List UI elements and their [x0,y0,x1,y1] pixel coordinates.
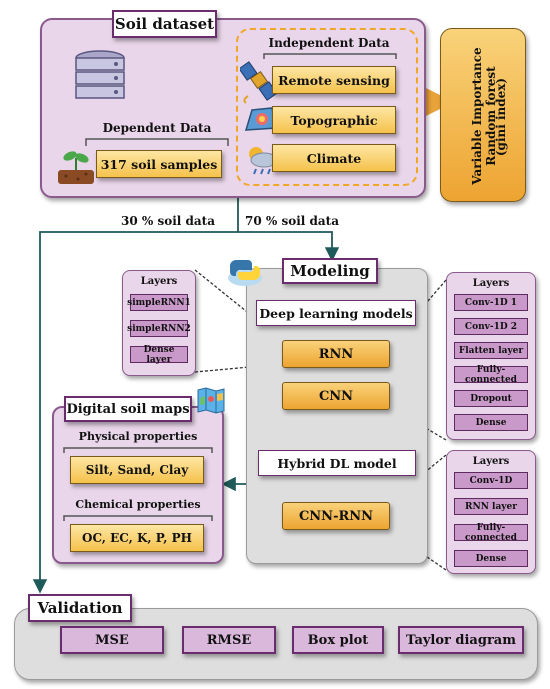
dash-rnn-top [194,269,283,341]
layer-fully-connected-cnn: Fully-connected [454,365,528,385]
arrow-to-modeling [238,231,340,262]
database-icon [75,50,125,99]
soil-samples-box: 317 soil samples [96,150,222,178]
independent-bracket [263,53,397,59]
soil-dataset-title: Soil dataset [112,10,217,38]
cnn-rnn-box: CNN-RNN [282,502,390,530]
climate-box: Climate [272,144,396,172]
hybrid-title: Hybrid DL model [258,450,416,476]
layer-rnn-hybrid: RNN layer [454,498,528,515]
layer-simplernn1: simpleRNN1 [127,294,191,311]
physical-properties-box: Silt, Sand, Clay [70,456,204,484]
layer-conv1d-1: Conv-1D 1 [454,294,528,311]
climate-icon [249,147,278,175]
topographic-box: Topographic [272,106,396,134]
digital-maps-title: Digital soil maps [64,396,192,422]
cnn-box: CNN [282,382,390,410]
layer-simplernn2: simpleRNN2 [127,320,191,337]
validation-rmse: RMSE [182,626,276,654]
validation-taylor-diagram: Taylor diagram [398,626,524,654]
map-icon [197,387,225,414]
independent-data-label: Independent Data [268,36,390,50]
arrow-to-validation [32,231,238,594]
layer-dense-hybrid: Dense [454,550,528,567]
variable-importance-line1: Variable Importance [470,47,484,185]
layers-rnn-title: Layers [140,275,178,287]
layers-hybrid-title: Layers [472,455,510,467]
chemical-properties-label: Chemical properties [75,497,201,511]
validation-title: Validation [28,594,132,622]
layer-flatten: Flatten layer [454,342,528,359]
layer-fully-connected-hybrid: Fully-connected [454,523,528,543]
layer-dense-rnn: Dense layer [130,345,188,365]
validation-box-plot: Box plot [292,626,384,654]
samples-bracket [85,138,229,146]
split-label-70: 70 % soil data [245,214,339,228]
layer-dense-cnn: Dense [454,414,528,431]
remote-sensing-box: Remote sensing [272,66,396,94]
variable-importance-line3: (gini index) [494,77,508,157]
rnn-box: RNN [282,340,390,368]
layer-conv1d-hybrid: Conv-1D [454,472,528,489]
soil-plant-icon [58,151,94,184]
deep-learning-title: Deep learning models [256,300,416,326]
validation-mse: MSE [60,626,164,654]
dependent-data-label: Dependent Data [102,121,212,135]
split-label-30: 30 % soil data [121,214,215,228]
layers-cnn-title: Layers [472,277,510,289]
modeling-title: Modeling [282,258,378,284]
topographic-icon [244,107,277,131]
physical-properties-label: Physical properties [78,429,198,443]
variable-importance-box: Variable Importance Random forest (gini … [440,28,526,202]
layer-conv1d-2: Conv-1D 2 [454,318,528,335]
python-icon [228,260,262,286]
layer-dropout: Dropout [454,390,528,407]
independent-data-panel [236,28,418,186]
chemical-properties-box: OC, EC, K, P, PH [70,524,204,552]
chemical-bracket [63,515,213,521]
physical-bracket [63,447,213,453]
